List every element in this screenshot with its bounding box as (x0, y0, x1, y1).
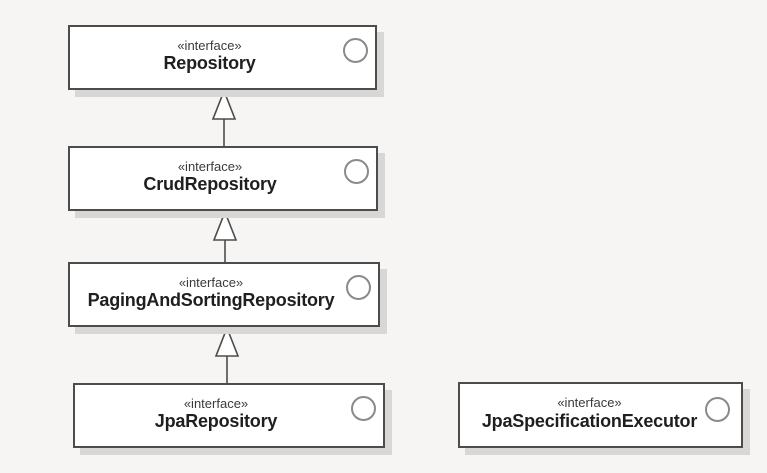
node-labels: «interface» Repository (70, 37, 375, 74)
uml-node-jpaspecificationexecutor: «interface» JpaSpecificationExecutor (458, 382, 743, 448)
generalization-arrow-crudrepository-to-repository (211, 88, 237, 147)
interface-lollipop-icon (346, 275, 371, 300)
stereotype-label: «interface» (177, 37, 242, 53)
interface-name: Repository (163, 53, 256, 74)
interface-lollipop-icon (705, 397, 730, 422)
node-labels: «interface» PagingAndSortingRepository (70, 274, 378, 311)
interface-name: PagingAndSortingRepository (87, 290, 335, 311)
generalization-arrow-pagingandsorting-to-crudrepository (212, 209, 238, 263)
stereotype-label: «interface» (557, 395, 622, 411)
node-labels: «interface» JpaSpecificationExecutor (460, 396, 741, 431)
generalization-arrow-jparepository-to-pagingandsorting (214, 325, 240, 384)
interface-lollipop-icon (351, 396, 376, 421)
uml-node-crudrepository: «interface» CrudRepository (68, 146, 378, 211)
interface-name: JpaRepository (154, 411, 278, 432)
node-labels: «interface» JpaRepository (75, 395, 383, 432)
uml-node-jparepository: «interface» JpaRepository (73, 383, 385, 448)
stereotype-label: «interface» (177, 158, 243, 174)
stereotype-label: «interface» (178, 274, 244, 290)
interface-name: JpaSpecificationExecutor (481, 410, 698, 431)
uml-node-repository: «interface» Repository (68, 25, 377, 90)
interface-lollipop-icon (343, 38, 368, 63)
uml-node-pagingandsortingrepository: «interface» PagingAndSortingRepository (68, 262, 380, 327)
node-labels: «interface» CrudRepository (70, 158, 376, 195)
interface-lollipop-icon (344, 159, 369, 184)
interface-name: CrudRepository (143, 174, 277, 195)
stereotype-label: «interface» (183, 395, 249, 411)
